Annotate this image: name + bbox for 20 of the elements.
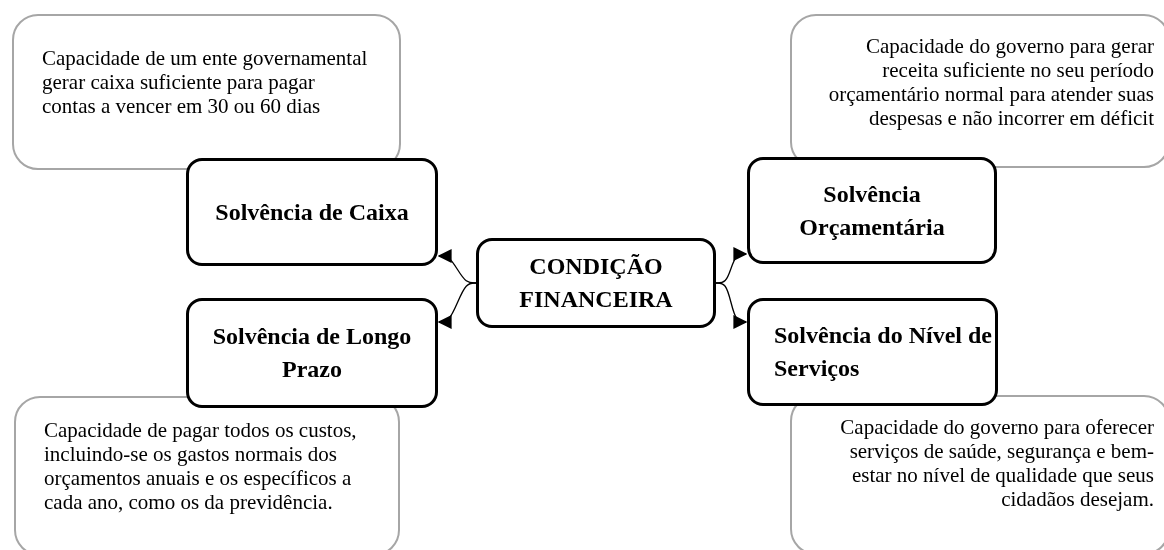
concept-title: Solvência de Longo Prazo (211, 322, 413, 384)
concept-box (186, 298, 438, 408)
description-card (12, 14, 401, 170)
concept-box (186, 158, 438, 266)
concept-title: CONDIÇÃO FINANCEIRA (518, 252, 674, 314)
description-text: Capacidade de pagar todos os custos, incluindo-se os gastos normais dos orçamentos anuais e os específicos a cada ano, como os da previdência. (44, 418, 358, 514)
description-card (14, 396, 400, 550)
description-card (790, 14, 1164, 168)
description-text: Capacidade do governo para oferecer serviços de saúde, segurança e bem-estar no nível de qualidade que seus cidadãos desejam. (839, 415, 1154, 511)
concept-title: Solvência de Caixa (215, 197, 409, 227)
arrow (437, 282, 477, 329)
description-text: Capacidade do governo para gerar receita suficiente no seu período orçamentário normal para atender suas despesas e não incorrer em déficit (827, 34, 1154, 130)
arrow (715, 282, 748, 329)
description-card (790, 395, 1164, 550)
description-text: Capacidade de um ente governamental gerar caixa suficiente para pagar contas a vencer em 30 ou 60 dias (42, 46, 369, 118)
concept-box (747, 157, 997, 264)
concept-title: Solvência Orçamentária (798, 179, 946, 242)
concept-title: Solvência do Nível de Serviços (774, 321, 993, 383)
concept-box (747, 298, 998, 406)
concept-box (476, 238, 716, 328)
